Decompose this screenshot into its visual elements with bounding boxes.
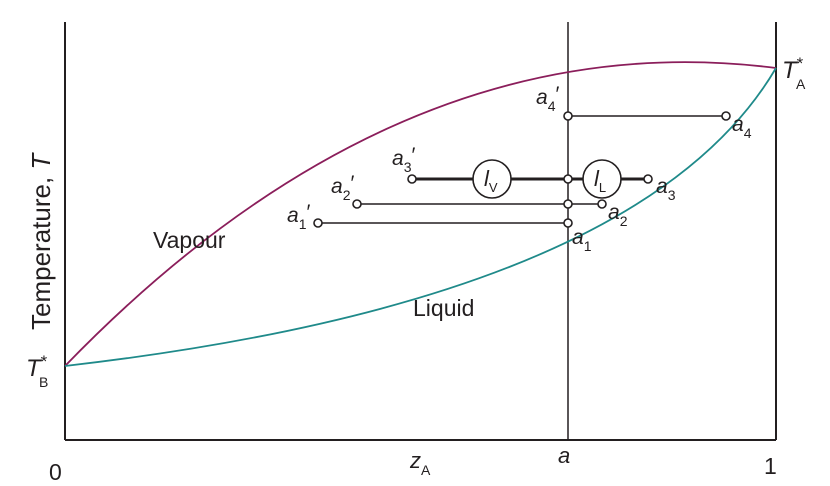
label-lever-liquid: lL xyxy=(594,166,606,195)
point-a3-isopleth xyxy=(563,174,573,184)
lever-liquid-circle xyxy=(582,159,622,199)
label-a1-prime: a1′ xyxy=(287,201,310,232)
point-a2-prime xyxy=(352,199,362,209)
point-a2 xyxy=(597,199,607,209)
point-a4-prime xyxy=(563,111,573,121)
label-a4: a4 xyxy=(732,113,752,141)
x-axis-start-label: 0 xyxy=(49,459,62,485)
label-lever-vapour: lV xyxy=(484,166,498,195)
point-a1-prime xyxy=(313,218,323,228)
liquid-curve xyxy=(64,67,777,367)
x-axis-variable-label: zA xyxy=(409,448,431,478)
vapour-region-label: Vapour xyxy=(153,227,226,253)
point-a1 xyxy=(563,218,573,228)
endpoint-tb-label: T*B xyxy=(26,352,48,390)
label-a2: a2 xyxy=(608,201,628,229)
vapour-curve xyxy=(64,61,777,367)
label-a1: a1 xyxy=(572,226,592,254)
liquid-region-label: Liquid xyxy=(413,295,474,321)
label-a4-prime: a4′ xyxy=(536,83,559,114)
x-axis-end-label: 1 xyxy=(764,453,777,479)
label-a2-prime: a2′ xyxy=(331,172,354,203)
y-axis-label: Temperature, T xyxy=(26,152,56,330)
point-a4 xyxy=(721,111,731,121)
point-a3 xyxy=(643,174,653,184)
lever-vapour-circle xyxy=(472,159,512,199)
point-a3-prime xyxy=(407,174,417,184)
point-a2-isopleth xyxy=(563,199,573,209)
label-a3-prime: a3′ xyxy=(392,144,415,175)
label-a3: a3 xyxy=(656,175,676,203)
endpoint-ta-label: T*A xyxy=(782,54,806,92)
x-axis-isopleth-label: a xyxy=(558,443,570,468)
